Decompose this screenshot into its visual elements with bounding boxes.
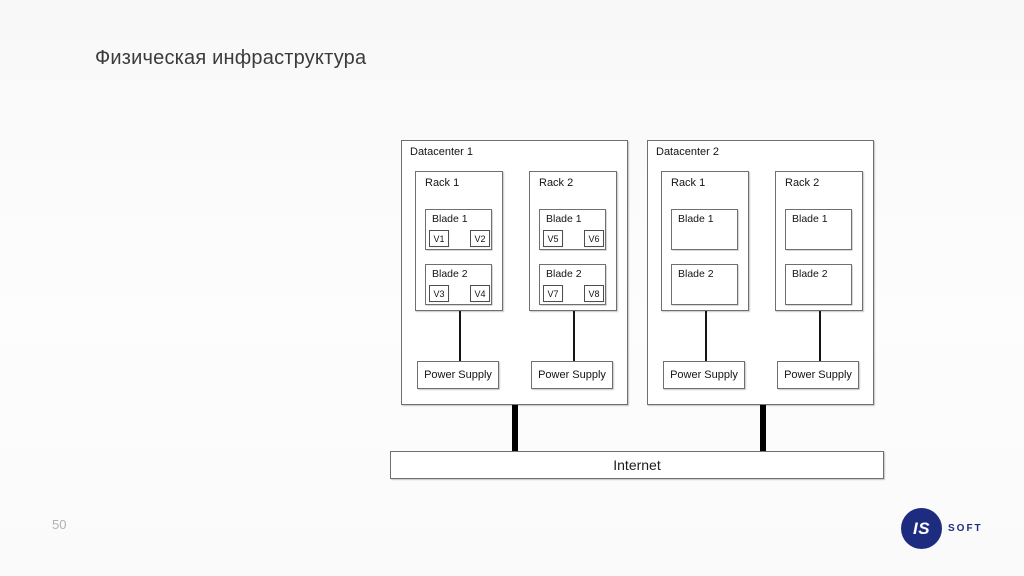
vm-box: V1 xyxy=(429,230,449,247)
rack-label: Rack 2 xyxy=(785,177,820,189)
issoft-logo-circle: IS xyxy=(901,508,942,549)
rack-to-power-connector xyxy=(573,311,575,361)
rack-to-power-connector xyxy=(705,311,707,361)
rack-to-power-connector xyxy=(459,311,461,361)
power-supply-box: Power Supply xyxy=(531,361,613,389)
power-supply-box: Power Supply xyxy=(663,361,745,389)
datacenter-2-rack-2-box: Rack 2 Blade 1 Blade 2 xyxy=(775,171,863,311)
datacenter-1-rack-1-box: Rack 1 Blade 1 V1 V2 Blade 2 V3 V4 xyxy=(415,171,503,311)
issoft-logo-monogram: IS xyxy=(912,518,931,538)
blade-label: Blade 2 xyxy=(678,268,714,280)
vm-box: V3 xyxy=(429,285,449,302)
blade-label: Blade 2 xyxy=(432,268,468,280)
blade-label: Blade 1 xyxy=(678,213,714,225)
rack-label: Rack 1 xyxy=(671,177,706,189)
vm-box: V6 xyxy=(584,230,604,247)
issoft-logo: IS SOFT xyxy=(901,508,996,550)
page-title: Физическая инфраструктура xyxy=(95,47,367,69)
page-number: 50 xyxy=(52,517,67,532)
datacenter-2-rack-1-box: Rack 1 Blade 1 Blade 2 xyxy=(661,171,749,311)
rack-label: Rack 1 xyxy=(425,177,460,189)
blade-box: Blade 2 V7 V8 xyxy=(539,264,606,305)
blade-label: Blade 1 xyxy=(432,213,468,225)
vm-box: V5 xyxy=(543,230,563,247)
blade-box: Blade 1 xyxy=(785,209,852,250)
datacenter-to-internet-connector xyxy=(760,405,766,452)
power-supply-box: Power Supply xyxy=(777,361,859,389)
internet-box: Internet xyxy=(390,451,884,479)
datacenter-1-box: Datacenter 1 Rack 1 Blade 1 V1 V2 Blade … xyxy=(401,140,628,405)
datacenter-label: Datacenter 1 xyxy=(410,146,473,158)
blade-label: Blade 1 xyxy=(792,213,828,225)
vm-box: V2 xyxy=(470,230,490,247)
blade-box: Blade 2 V3 V4 xyxy=(425,264,492,305)
blade-label: Blade 2 xyxy=(792,268,828,280)
blade-label: Blade 1 xyxy=(546,213,582,225)
blade-label: Blade 2 xyxy=(546,268,582,280)
issoft-logo-wordmark: SOFT xyxy=(948,523,983,534)
datacenter-2-box: Datacenter 2 Rack 1 Blade 1 Blade 2 Rack… xyxy=(647,140,874,405)
blade-box: Blade 1 V1 V2 xyxy=(425,209,492,250)
vm-box: V8 xyxy=(584,285,604,302)
rack-label: Rack 2 xyxy=(539,177,574,189)
vm-box: V7 xyxy=(543,285,563,302)
rack-to-power-connector xyxy=(819,311,821,361)
blade-box: Blade 1 V5 V6 xyxy=(539,209,606,250)
power-supply-box: Power Supply xyxy=(417,361,499,389)
datacenter-label: Datacenter 2 xyxy=(656,146,719,158)
vm-box: V4 xyxy=(470,285,490,302)
blade-box: Blade 2 xyxy=(671,264,738,305)
datacenter-1-rack-2-box: Rack 2 Blade 1 V5 V6 Blade 2 V7 V8 xyxy=(529,171,617,311)
blade-box: Blade 1 xyxy=(671,209,738,250)
datacenter-to-internet-connector xyxy=(512,405,518,452)
blade-box: Blade 2 xyxy=(785,264,852,305)
